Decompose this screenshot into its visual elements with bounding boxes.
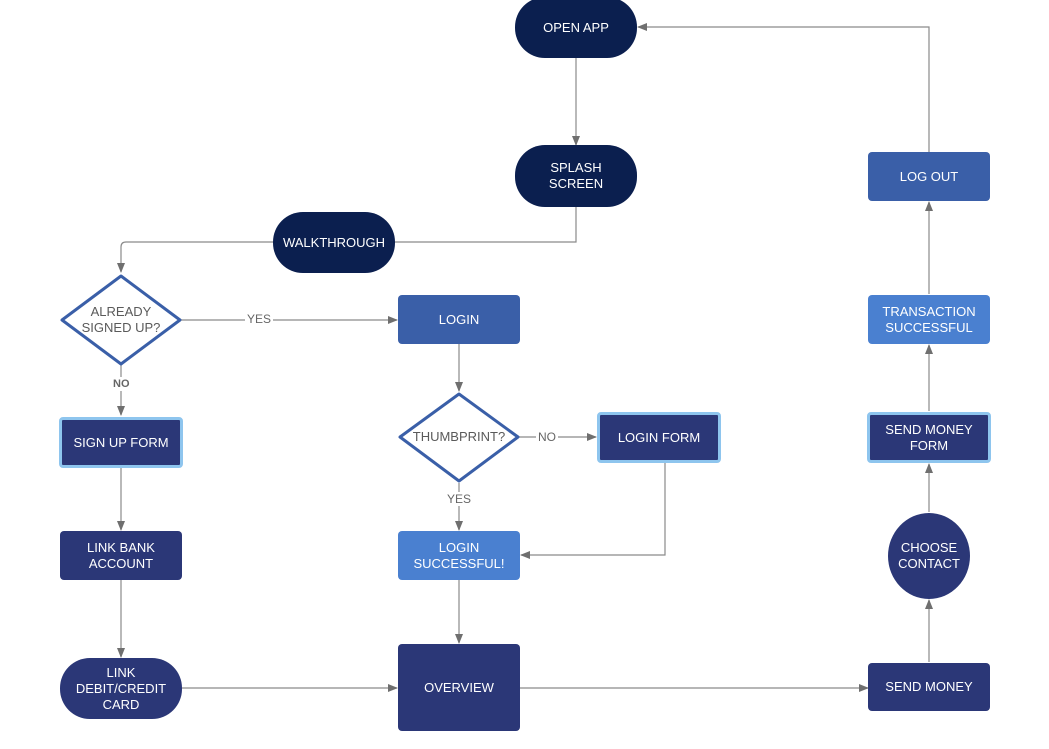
node-splash-screen-label: SPLASH SCREEN: [548, 160, 604, 191]
node-send-money-form: SEND MONEY FORM: [867, 412, 991, 463]
node-open-app: OPEN APP: [515, 0, 637, 58]
diamond-thumbprint: [398, 392, 520, 483]
node-send-money-form-label: SEND MONEY FORM: [885, 421, 973, 453]
node-walkthrough: WALKTHROUGH: [273, 212, 395, 273]
edge-label-thumbprint-yes: YES: [445, 492, 474, 506]
node-login-successful-label: LOGIN SUCCESSFUL!: [413, 539, 505, 571]
node-link-debit-credit-card: LINK DEBIT/CREDIT CARD: [60, 658, 182, 719]
node-send-money-label: SEND MONEY: [885, 679, 973, 694]
node-login: LOGIN: [398, 295, 520, 344]
edge-loginform-to-success: [520, 462, 666, 559]
node-login-successful: LOGIN SUCCESSFUL!: [398, 531, 520, 580]
node-send-money: SEND MONEY: [868, 663, 990, 711]
node-login-form: LOGIN FORM: [597, 412, 721, 463]
node-transaction-successful-label: TRANSACTION SUCCESSFUL: [882, 303, 976, 335]
thumbprint-text: THUMBPRINT?: [412, 429, 506, 444]
node-open-app-label: OPEN APP: [543, 19, 609, 35]
node-already-signed-up-label: ALREADY SIGNED UP?: [66, 300, 176, 340]
node-link-debit-credit-card-label: LINK DEBIT/CREDIT CARD: [75, 664, 167, 712]
node-transaction-successful: TRANSACTION SUCCESSFUL: [868, 295, 990, 344]
node-link-bank-account: LINK BANK ACCOUNT: [60, 531, 182, 580]
edge-splash-to-signed-up: [117, 206, 577, 273]
node-choose-contact: CHOOSE CONTACT: [888, 513, 970, 599]
edge-label-signed-up-no: NO: [111, 377, 132, 391]
node-walkthrough-label: WALKTHROUGH: [282, 234, 386, 250]
node-link-bank-account-label: LINK BANK ACCOUNT: [87, 539, 155, 571]
node-overview: OVERVIEW: [398, 644, 520, 731]
node-sign-up-form: SIGN UP FORM: [59, 417, 183, 468]
edge-label-thumbprint-no: NO: [536, 430, 558, 444]
edge-logout-to-open: [637, 23, 930, 152]
edge-label-signed-up-yes: YES: [245, 312, 274, 326]
node-sign-up-form-label: SIGN UP FORM: [73, 434, 169, 450]
node-thumbprint-label: THUMBPRINT?: [404, 428, 514, 446]
node-choose-contact-label: CHOOSE CONTACT: [898, 540, 960, 571]
diamond-already-signed-up: [60, 274, 182, 366]
node-overview-label: OVERVIEW: [424, 679, 494, 695]
node-log-out: LOG OUT: [868, 152, 990, 201]
node-splash-screen: SPLASH SCREEN: [515, 145, 637, 207]
already-signed-up-text: ALREADY SIGNED UP?: [81, 304, 161, 335]
node-log-out-label: LOG OUT: [899, 168, 959, 184]
node-login-label: LOGIN: [438, 311, 480, 327]
node-login-form-label: LOGIN FORM: [617, 429, 701, 445]
